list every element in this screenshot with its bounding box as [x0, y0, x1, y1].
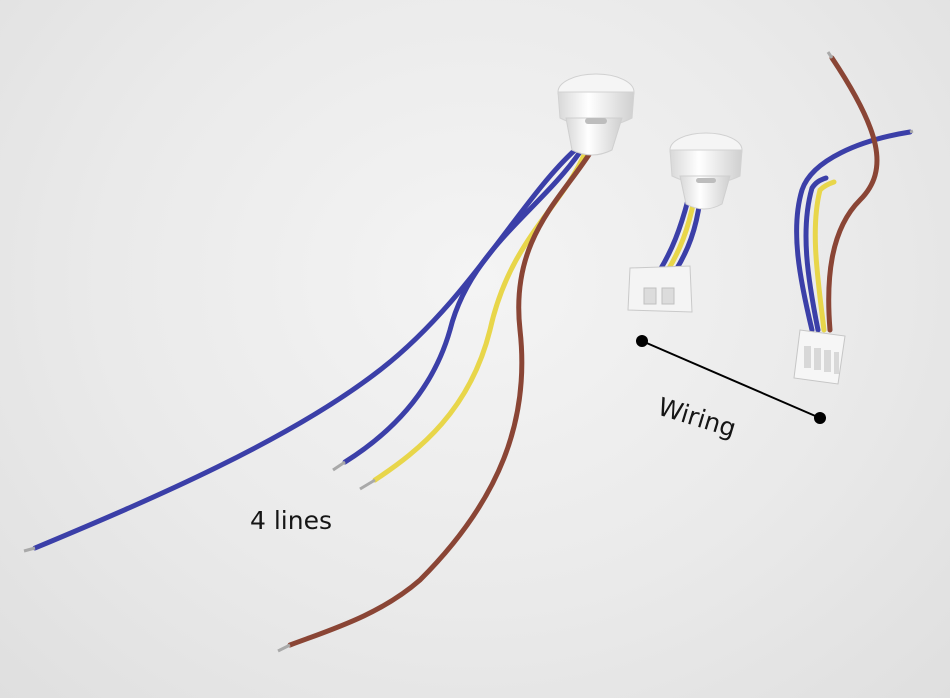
wiring-line: [641, 340, 821, 419]
brown-wire: [287, 150, 593, 648]
four-lines-label: 4 lines: [250, 506, 332, 535]
sensor-left: [23, 73, 635, 653]
wiring-dot-end: [814, 412, 826, 424]
sensor-middle: [627, 132, 743, 313]
blue-wire-short: [342, 149, 583, 465]
wiring-indicator: [636, 335, 826, 424]
blue-wire-long: [32, 147, 578, 551]
wiring-dot-start: [636, 335, 648, 347]
cable-right: [793, 51, 914, 385]
